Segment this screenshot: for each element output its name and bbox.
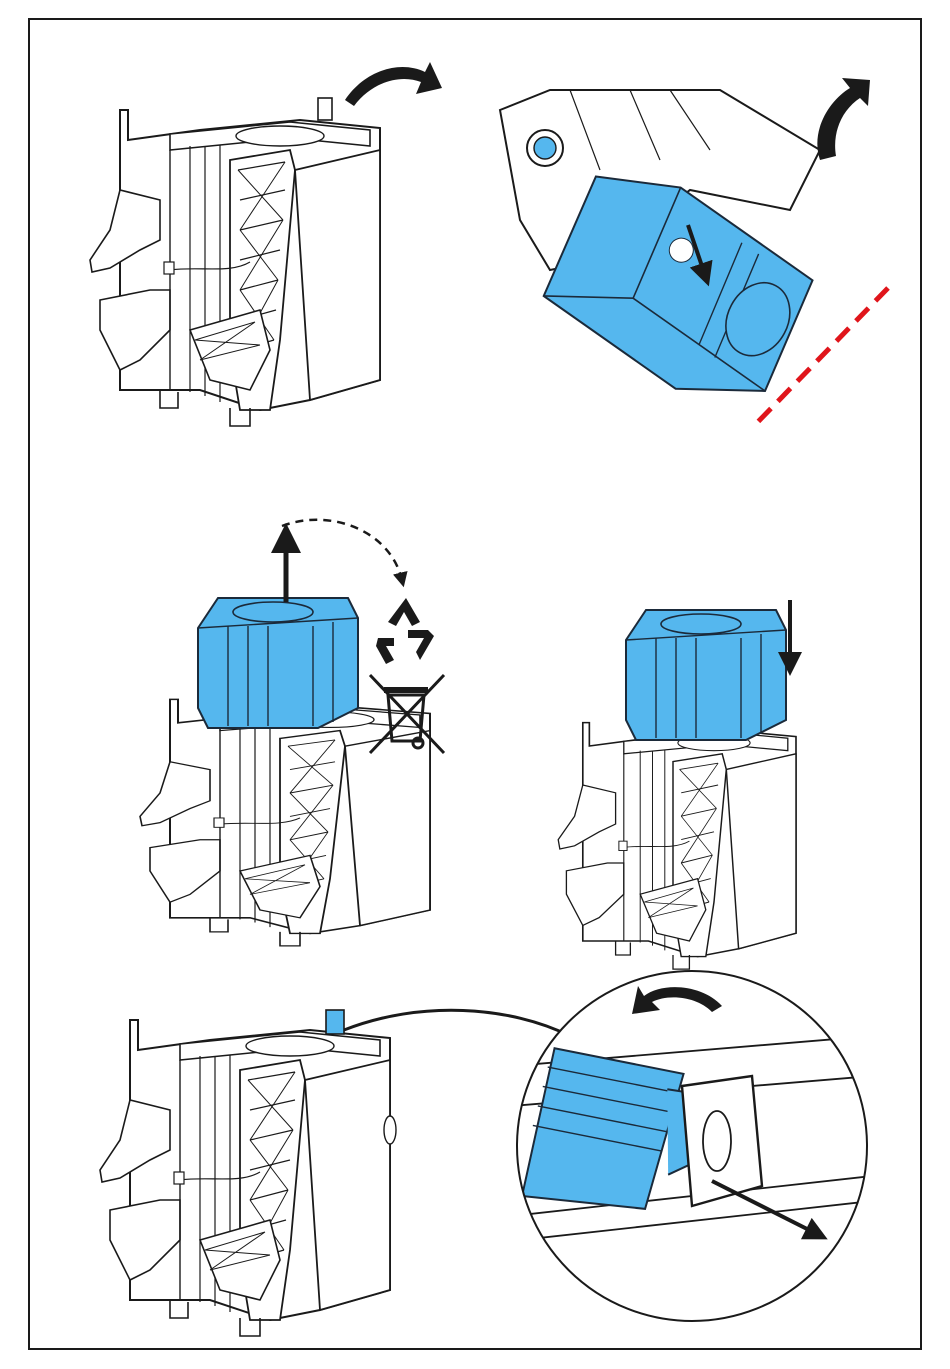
filter-housing [100, 1020, 390, 1336]
filter-housing [558, 723, 796, 969]
dispose-path-arrow [282, 520, 402, 580]
step-4-panel [550, 590, 830, 930]
curved-arrow-icon [817, 78, 870, 160]
connector [318, 98, 332, 120]
step-2-panel [490, 70, 910, 440]
filter-housing [90, 110, 380, 426]
step-3-panel [120, 520, 460, 920]
curved-arrow-icon [345, 62, 442, 106]
filter-block[interactable] [626, 610, 786, 740]
recycling-symbol-icon [376, 598, 434, 664]
step-1-panel [80, 60, 460, 430]
filter-block[interactable] [198, 598, 358, 728]
magnified-detail [512, 966, 872, 1326]
